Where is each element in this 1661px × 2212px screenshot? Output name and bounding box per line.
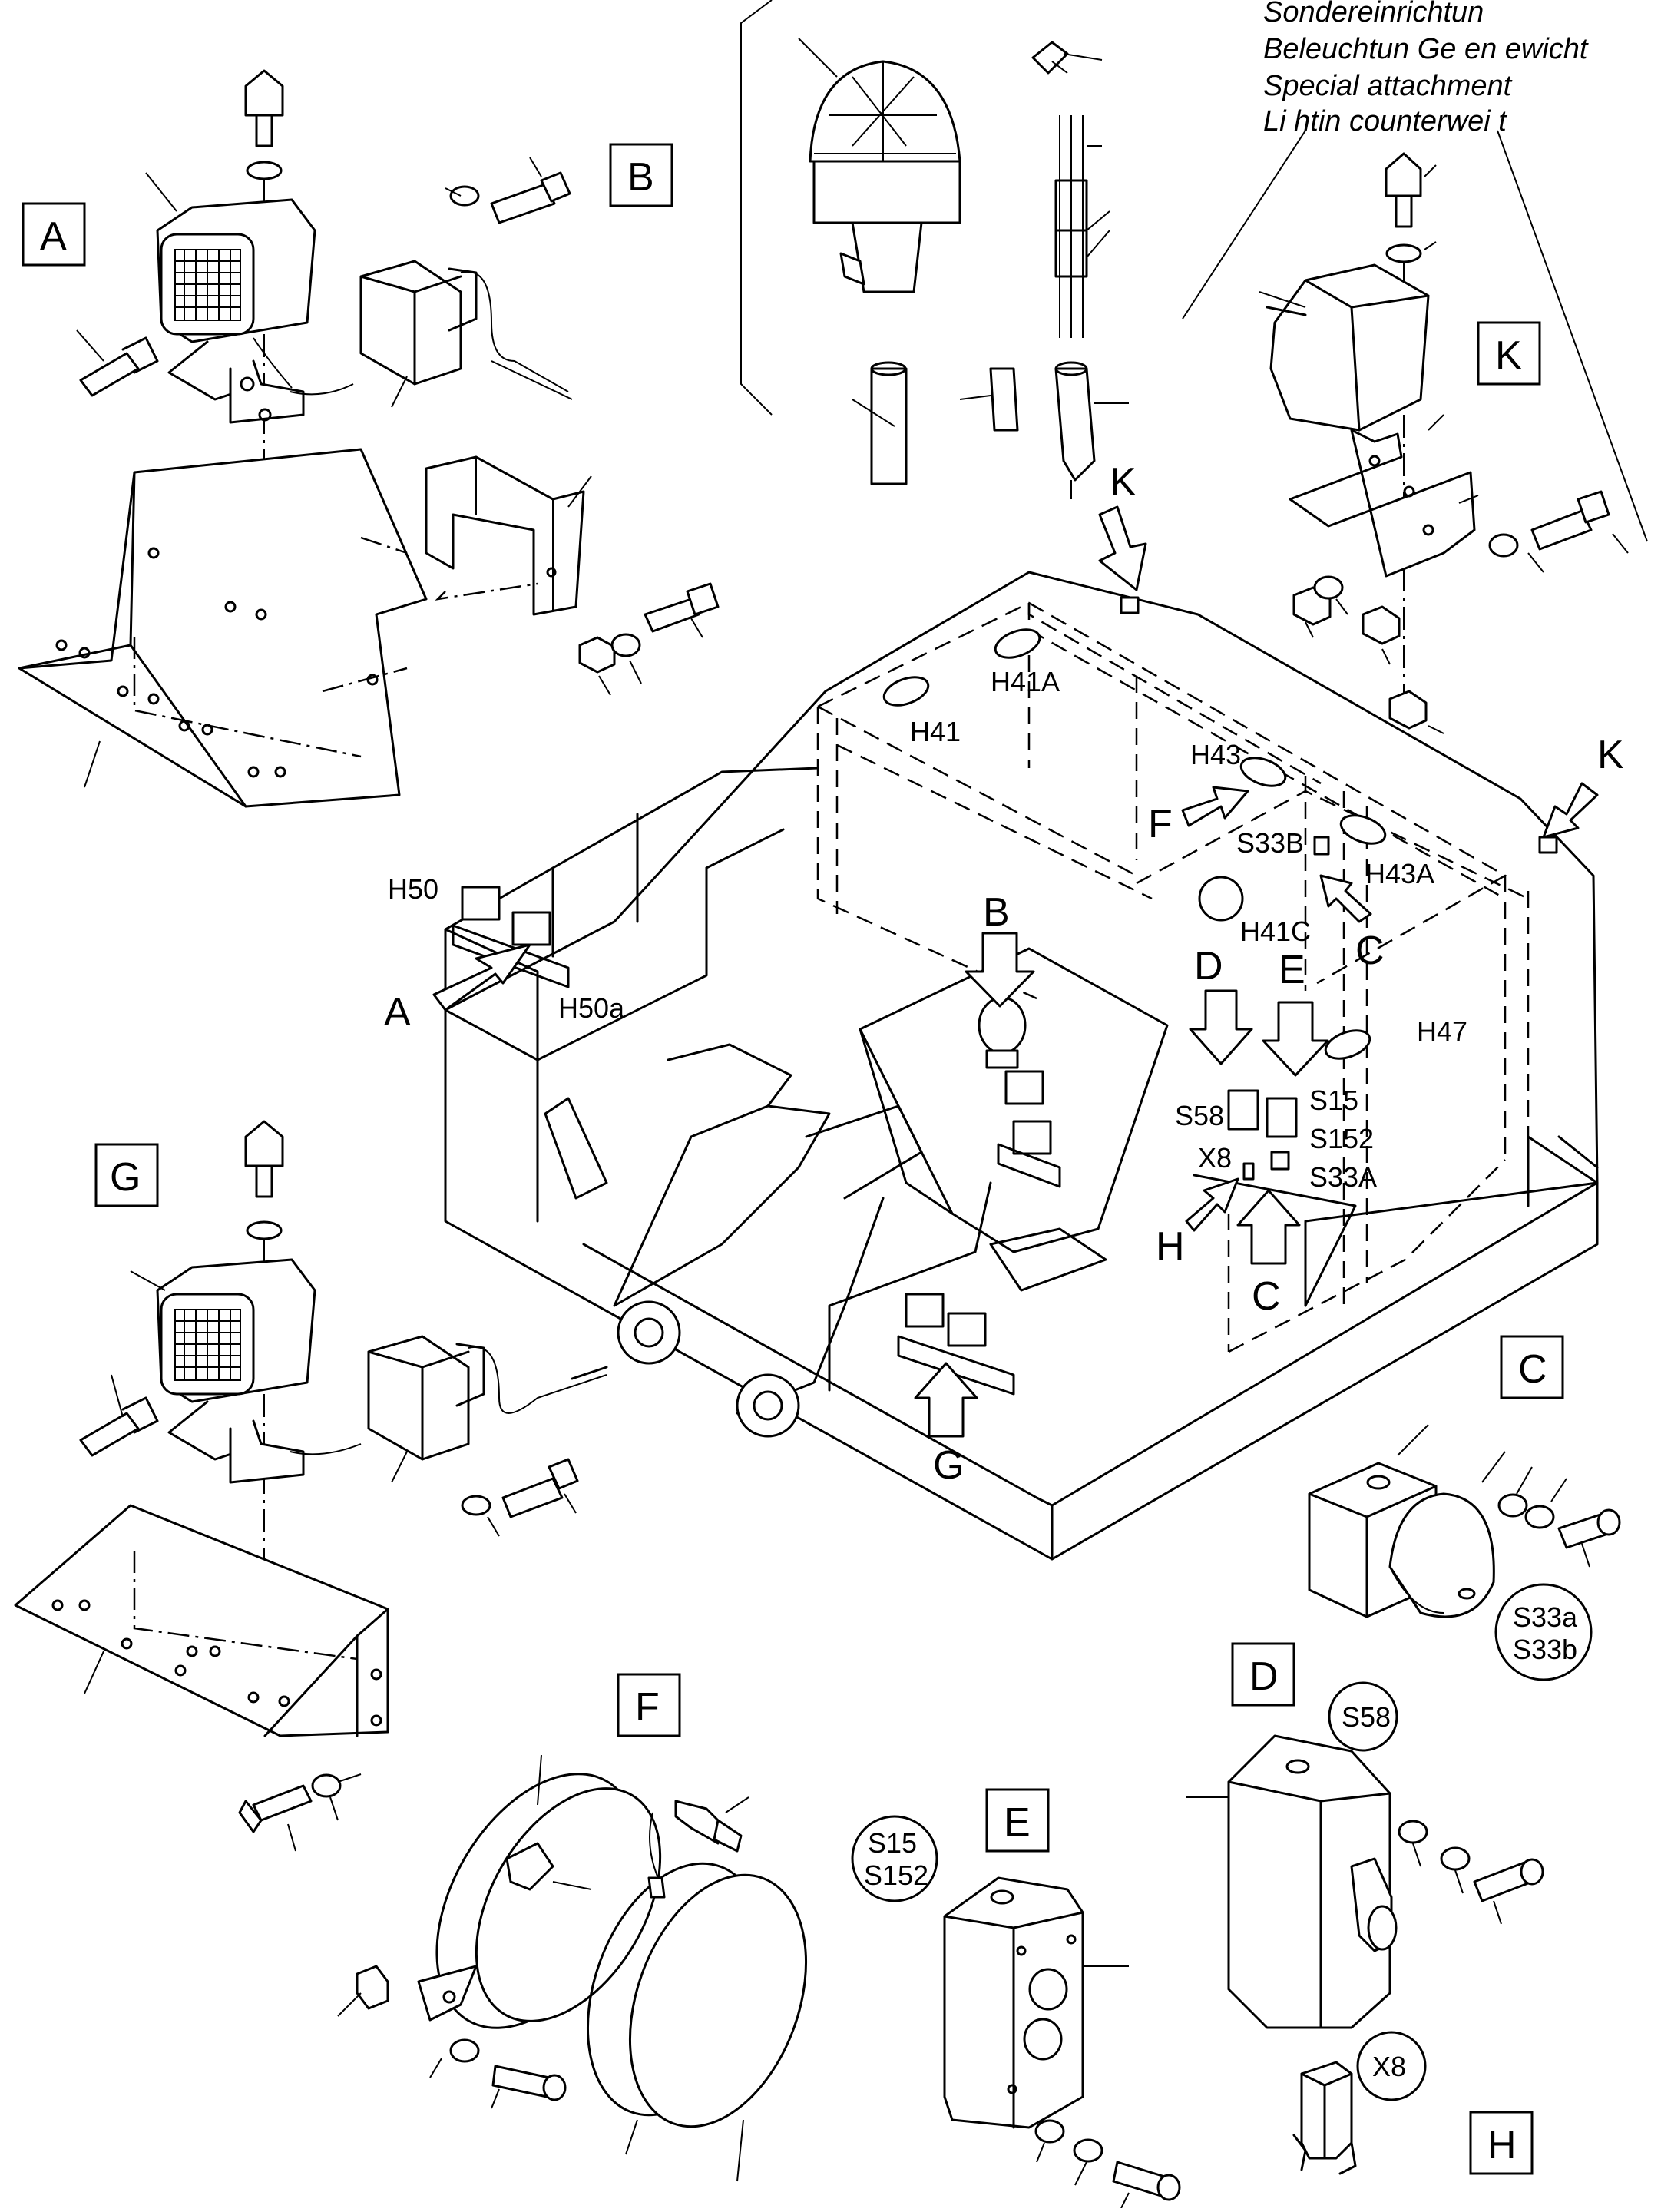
arrow-label-D: D (1194, 944, 1223, 988)
arrow-H (1185, 1177, 1239, 1232)
label-H41: H41 (910, 716, 961, 747)
label-S58: S58 (1175, 1100, 1224, 1131)
arrow-label-C-bottom: C (1252, 1274, 1281, 1319)
label-H43: H43 (1190, 739, 1241, 770)
label-S15: S15 (1309, 1084, 1358, 1116)
arrow-C-bottom (1236, 1189, 1301, 1265)
arrow-label-G: G (933, 1443, 964, 1488)
detail-B-beacon: B (609, 0, 1129, 499)
machine-mounted-parts (452, 596, 1558, 1396)
label-H41C: H41C (1240, 916, 1311, 947)
arrow-label-B: B (983, 890, 1010, 935)
label-H50: H50 (388, 873, 438, 905)
detail-D-switch: D S58 (1186, 1642, 1544, 2029)
arrow-K-right (1542, 782, 1599, 839)
arrow-C-top (1319, 874, 1372, 923)
callout-arrows: A B K K F C D E H C G (384, 460, 1624, 1488)
label-S33A: S33A (1309, 1161, 1377, 1193)
detail-G-work-light: G (14, 1120, 608, 1852)
detail-A-work-light: A (18, 69, 720, 808)
detail-label-C: C (1518, 1347, 1547, 1392)
detail-label-B: B (627, 155, 654, 200)
arrow-F (1181, 786, 1249, 827)
arrow-label-F: F (1148, 802, 1173, 846)
label-S33B: S33B (1236, 827, 1304, 859)
detail-label-H: H (1487, 2123, 1517, 2167)
label-H43A: H43A (1365, 858, 1434, 889)
label-H41A: H41A (991, 666, 1060, 697)
detail-F-lamp: F (337, 1673, 808, 2182)
header-line-2: Beleuchtun Ge en ewicht (1263, 33, 1589, 65)
arrow-label-K-top: K (1110, 460, 1137, 505)
detail-box-D (1231, 1642, 1295, 1707)
detail-H-connector: H X8 (1292, 2031, 1534, 2175)
circle-S58 (1328, 1681, 1398, 1752)
arrow-E (1262, 1001, 1329, 1077)
detail-box-A (22, 202, 86, 267)
detail-C-pushbutton: C S33a S33b (1308, 1335, 1621, 1681)
detail-box-G (94, 1143, 159, 1207)
arrow-label-A: A (384, 990, 411, 1035)
header-line-1: Sondereinrichtun (1263, 0, 1484, 28)
header-line-4: Li htin counterwei t (1263, 105, 1507, 137)
detail-box-F (617, 1673, 681, 1737)
detail-E-switch: E S15 S152 (851, 1788, 1181, 2209)
label-X8: X8 (1198, 1142, 1232, 1174)
arrow-D (1189, 989, 1253, 1065)
detail-box-C (1500, 1335, 1564, 1399)
arrow-label-E: E (1279, 948, 1305, 992)
arrow-K-top (1098, 505, 1147, 591)
detail-label-D: D (1249, 1654, 1279, 1699)
header-line-3: Special attachment (1263, 70, 1513, 102)
circle-label-S152: S152 (864, 1859, 928, 1891)
detail-box-B (609, 143, 673, 207)
detail-K-light: K (1182, 130, 1648, 734)
label-H47: H47 (1417, 1015, 1467, 1047)
circle-label-S33b: S33b (1513, 1634, 1577, 1665)
detail-label-A: A (40, 214, 67, 259)
detail-box-E (985, 1788, 1050, 1853)
arrow-label-K-right: K (1597, 733, 1624, 777)
detail-label-E: E (1004, 1800, 1031, 1845)
component-labels: H41 H41A H43 H43A S33B H41C H50 H50a H47… (388, 666, 1467, 1193)
arrow-A (432, 943, 531, 1012)
detail-label-G: G (110, 1155, 141, 1200)
circle-label-S15: S15 (868, 1827, 917, 1859)
circle-S33 (1494, 1583, 1593, 1681)
circle-label-S33a: S33a (1513, 1601, 1578, 1633)
circle-label-X8: X8 (1372, 2051, 1406, 2082)
arrow-G (914, 1362, 978, 1438)
detail-box-H (1469, 2111, 1534, 2175)
detail-label-F: F (635, 1685, 660, 1730)
circle-S15 (851, 1815, 938, 1902)
circle-label-S58: S58 (1342, 1701, 1391, 1733)
detail-label-K: K (1495, 333, 1522, 378)
detail-box-K (1477, 321, 1541, 386)
circle-X8 (1356, 2031, 1427, 2101)
arrow-label-C-top: C (1355, 929, 1385, 973)
arrow-B (965, 932, 1035, 1008)
arrow-label-H: H (1156, 1224, 1185, 1269)
header-text: Sondereinrichtun Beleuchtun Ge en ewicht… (1263, 0, 1589, 137)
label-H50a: H50a (558, 992, 625, 1024)
label-S152: S152 (1309, 1123, 1374, 1154)
